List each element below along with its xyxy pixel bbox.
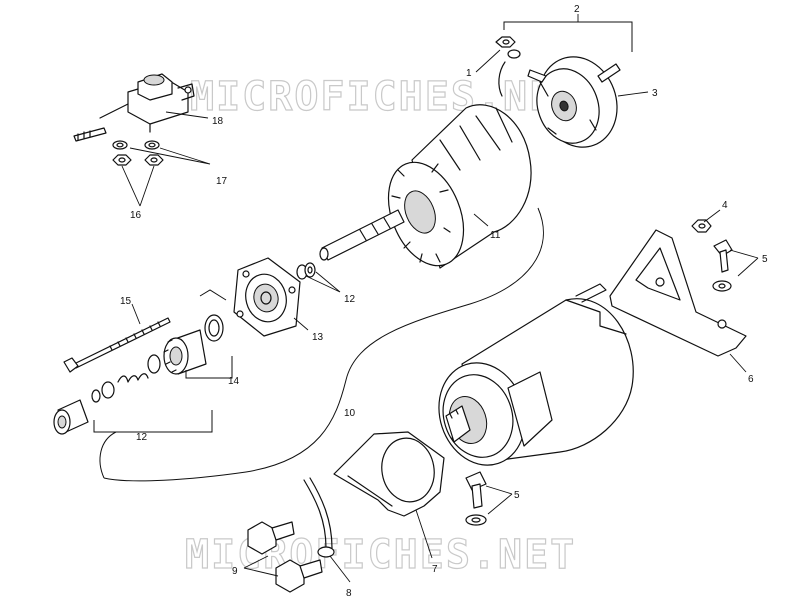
assembly-outline-10-left	[99, 431, 117, 479]
brace-14	[185, 356, 233, 379]
callout-8: 8	[346, 588, 352, 599]
nut-part-4	[691, 219, 712, 233]
solenoid-terminal-lead	[73, 127, 107, 142]
bolts-part-9	[247, 521, 323, 593]
armature-part-11	[319, 104, 532, 269]
watermark-top: MICROFICHES.NET	[190, 74, 581, 120]
callout-12-upper: 12	[344, 294, 356, 305]
cable-lug-part-8	[303, 477, 335, 558]
spring-collar-part-12	[53, 373, 149, 435]
armature-shaft	[319, 209, 405, 261]
callout-15: 15	[120, 296, 132, 307]
watermark-bottom: MICROFICHES.NET	[185, 532, 576, 578]
end-cap-part-3	[527, 56, 621, 148]
brace-12-lower	[93, 410, 213, 433]
nut-part-16	[112, 154, 164, 166]
callout-12-lower: 12	[136, 432, 148, 443]
callout-1: 1	[466, 68, 472, 79]
motor-housing-part-10	[438, 283, 634, 466]
callout-14: 14	[228, 376, 240, 387]
callout-10: 10	[344, 408, 356, 419]
bolt-washer-part-5-lower	[465, 471, 487, 526]
lower-bracket-part-7	[333, 431, 445, 517]
callout-2: 2	[574, 4, 580, 15]
callout-18: 18	[212, 116, 224, 127]
nut-washer-part-1	[495, 36, 521, 97]
bolt-washer-part-5-upper	[712, 239, 733, 292]
callout-9: 9	[232, 566, 238, 577]
mounting-bracket-part-6	[609, 229, 747, 357]
washer-part-17	[112, 140, 160, 150]
leader-lines	[121, 14, 759, 583]
drive-pinion-part-14	[147, 314, 224, 375]
callout-7: 7	[432, 564, 438, 575]
callout-4: 4	[722, 200, 728, 211]
drive-end-cover-part-13	[233, 257, 301, 337]
callout-11: 11	[490, 230, 501, 241]
through-bolt-part-15	[63, 317, 171, 373]
callout-5-lower: 5	[514, 490, 520, 501]
callout-6: 6	[748, 374, 754, 385]
callout-17: 17	[216, 176, 228, 187]
brace-12-upper	[199, 289, 227, 301]
solenoid-part-18	[73, 73, 195, 142]
assembly-outline-10	[103, 207, 544, 482]
brace-2	[503, 21, 633, 52]
callout-5-upper: 5	[762, 254, 768, 265]
thrust-washers-part-12	[296, 262, 316, 280]
callout-3: 3	[652, 88, 658, 99]
callout-labels: 1 2 3 18 17 16 11 12 13 15 14 12 10 4 5 …	[120, 4, 768, 599]
callout-16: 16	[130, 210, 142, 221]
callout-13: 13	[312, 332, 324, 343]
